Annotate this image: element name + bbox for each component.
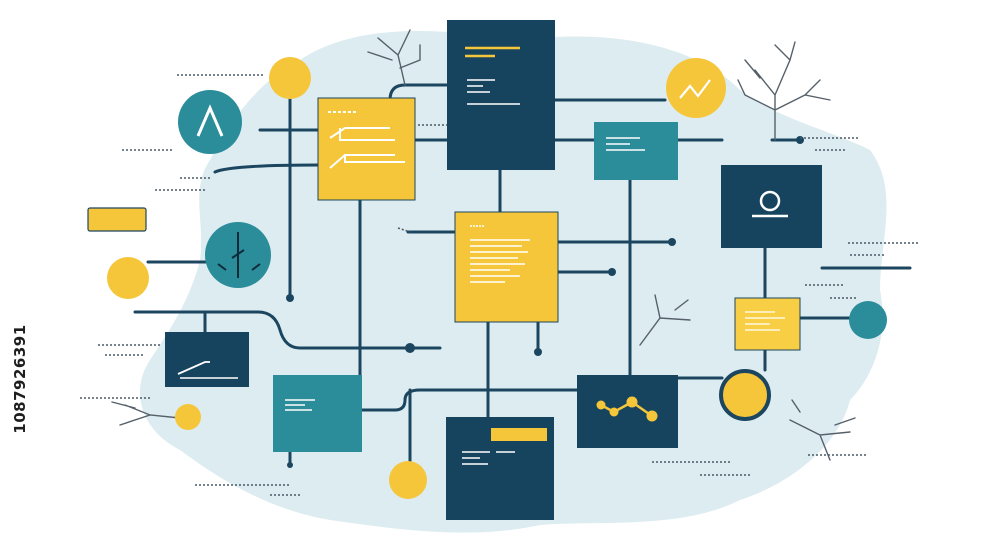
trend-chart-card	[165, 332, 249, 387]
user-profile-card	[721, 165, 822, 248]
yellow-pill	[87, 207, 147, 232]
peak-icon	[196, 104, 224, 137]
document-card-teal-bottom	[273, 375, 362, 452]
node-circle-teal-right	[849, 301, 887, 339]
document-card-teal-top	[594, 122, 678, 180]
node-circle-yellow-left	[107, 257, 149, 299]
document-card-navy-top	[447, 20, 555, 170]
node-circle-yellow-right	[719, 369, 771, 421]
document-card-yellow-right	[734, 297, 801, 351]
user-profile-icon	[759, 190, 781, 212]
network-chart-card	[577, 375, 678, 448]
document-card-navy-bottom	[446, 417, 554, 520]
node-circle-teal-top	[178, 90, 242, 154]
peak-icon	[679, 79, 711, 99]
switch-icon	[217, 232, 261, 278]
dotted-annotations	[80, 74, 920, 496]
node-circle-yellow-right-top	[666, 58, 726, 118]
document-card-yellow-center	[454, 211, 559, 323]
node-circle-yellow-small	[175, 404, 201, 430]
tree-branch-icon	[111, 29, 856, 461]
node-circle-yellow-top	[269, 57, 311, 99]
node-circle-yellow-bottom	[389, 461, 427, 499]
document-card-yellow-top	[317, 97, 416, 201]
side-id-label: 1087926391	[11, 324, 29, 434]
line-chart-icon	[177, 361, 210, 375]
connector-lines	[133, 83, 912, 467]
